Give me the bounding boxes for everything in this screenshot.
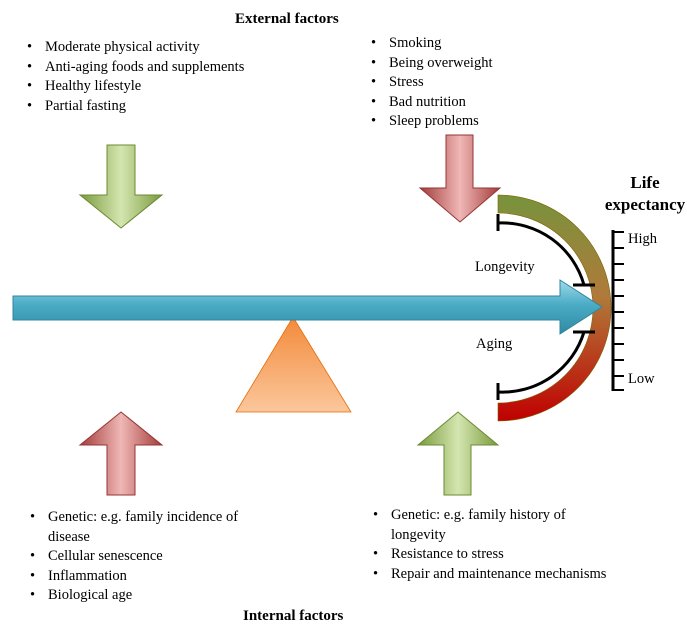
- scale-ticks: [613, 231, 624, 391]
- internal-positive-list: Genetic: e.g. family history of longevit…: [369, 506, 609, 584]
- fulcrum-triangle: [235, 316, 352, 413]
- list-item: Genetic: e.g. family history of longevit…: [369, 506, 609, 545]
- external-factors-title: External factors: [235, 11, 339, 27]
- longevity-label: Longevity: [475, 259, 535, 275]
- list-item: Partial fasting: [23, 97, 253, 117]
- list-item: Repair and maintenance mechanisms: [369, 565, 609, 585]
- list-item: Genetic: e.g. family incidence of diseas…: [26, 508, 266, 547]
- balance-beam-arrow: [12, 279, 603, 335]
- list-item: Resistance to stress: [369, 545, 609, 565]
- life-expectancy-title-line2: expectancy: [604, 195, 686, 214]
- arrow-up-green: [416, 411, 500, 496]
- life-expectancy-title: Life expectancy: [603, 172, 687, 216]
- arrow-down-red: [418, 134, 502, 223]
- internal-negative-list: Genetic: e.g. family incidence of diseas…: [26, 508, 266, 606]
- scale-low-label: Low: [628, 371, 655, 387]
- list-item: Bad nutrition: [367, 93, 607, 113]
- list-item: Being overweight: [367, 54, 607, 74]
- list-item: Moderate physical activity: [23, 38, 253, 58]
- aging-label: Aging: [476, 336, 513, 352]
- life-expectancy-arc: [497, 194, 612, 422]
- external-negative-list: Smoking Being overweight Stress Bad nutr…: [367, 34, 607, 132]
- aging-curve: [497, 331, 586, 394]
- list-item: Stress: [367, 73, 607, 93]
- external-positive-list: Moderate physical activity Anti-aging fo…: [23, 38, 253, 116]
- list-item: Anti-aging foods and supplements: [23, 58, 253, 78]
- arrow-down-green: [78, 144, 164, 229]
- list-item: Inflammation: [26, 567, 266, 587]
- list-item: Smoking: [367, 34, 607, 54]
- list-item: Healthy lifestyle: [23, 77, 253, 97]
- scale-high-label: High: [628, 231, 657, 247]
- longevity-curve: [497, 221, 586, 286]
- list-item: Biological age: [26, 586, 266, 606]
- arrow-up-red: [78, 411, 164, 496]
- list-item: Sleep problems: [367, 112, 607, 132]
- life-expectancy-title-line1: Life: [630, 173, 660, 192]
- list-item: Cellular senescence: [26, 547, 266, 567]
- internal-factors-title: Internal factors: [243, 608, 344, 624]
